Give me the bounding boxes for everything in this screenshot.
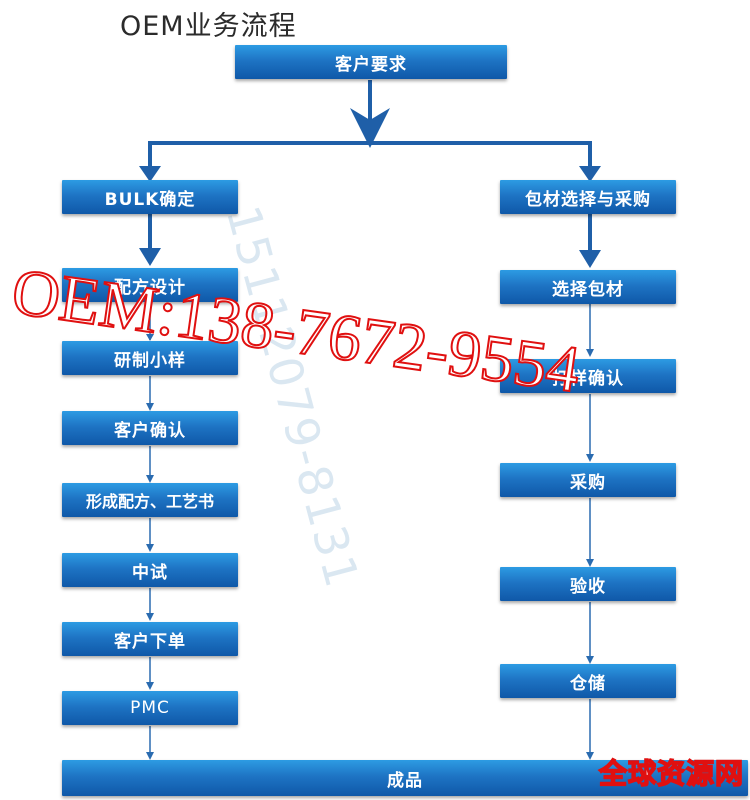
node-formula-process: 形成配方、工艺书 bbox=[62, 483, 238, 517]
node-customer-order: 客户下单 bbox=[62, 622, 238, 656]
node-pilot-test: 中试 bbox=[62, 553, 238, 587]
branch-line bbox=[148, 141, 592, 178]
arrow-left-branch bbox=[139, 166, 161, 182]
page-title: OEM业务流程 bbox=[120, 11, 297, 42]
node-bulk-confirm: BULK确定 bbox=[62, 180, 238, 214]
site-watermark: 全球资源网 bbox=[598, 756, 744, 791]
node-pmc: PMC bbox=[62, 691, 238, 725]
node-customer-requirement: 客户要求 bbox=[235, 45, 507, 79]
node-sample-confirm: 打样确认 bbox=[500, 359, 676, 393]
node-packaging-purchase: 包材选择与采购 bbox=[500, 180, 676, 214]
node-finished-product: 成品 bbox=[62, 760, 748, 796]
node-customer-confirm: 客户确认 bbox=[62, 411, 238, 445]
node-choose-packaging: 选择包材 bbox=[500, 270, 676, 304]
node-formula-design: 配方设计 bbox=[62, 268, 238, 302]
node-storage: 仓储 bbox=[500, 664, 676, 698]
arrow-right-branch bbox=[579, 166, 601, 182]
node-purchase: 采购 bbox=[500, 463, 676, 497]
node-sample-making: 研制小样 bbox=[62, 341, 238, 375]
node-inspection: 验收 bbox=[500, 567, 676, 601]
